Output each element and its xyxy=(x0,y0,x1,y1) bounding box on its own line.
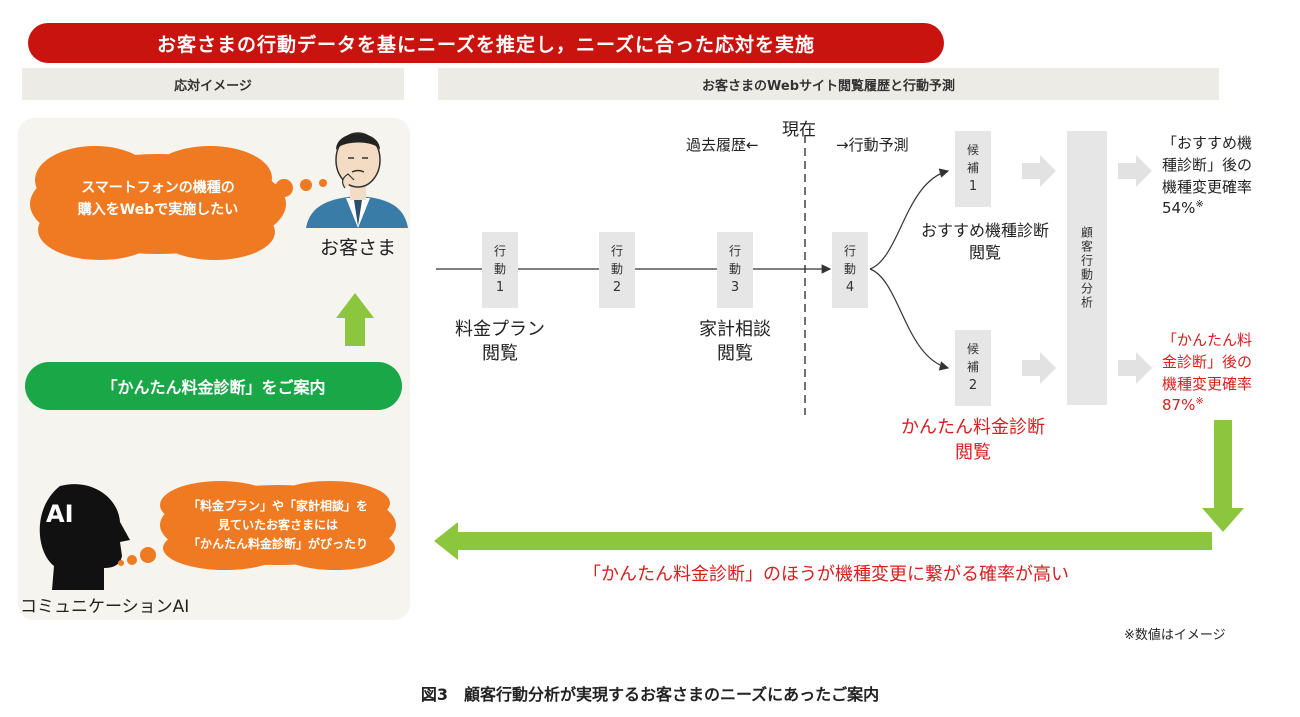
action-3-char-2: 動 xyxy=(728,262,741,277)
candidate-1-caption-line-2: 閲覧 xyxy=(968,242,1001,262)
candidate-1-char-2: 補 xyxy=(966,161,979,176)
result-2-line-2: 金診断」後の xyxy=(1162,352,1253,371)
result-2-note-mark: ※ xyxy=(1195,396,1204,408)
gray-block-arrows xyxy=(1022,155,1152,384)
action-3-caption-line-1: 家計相談 xyxy=(699,319,771,340)
action-1-number: 1 xyxy=(495,280,505,296)
branch-to-candidate-2 xyxy=(869,268,950,371)
action-1-caption: 料金プラン 閲覧 xyxy=(430,318,570,367)
left-section-header: 応対イメージ xyxy=(22,68,404,100)
candidate-2-caption-line-1: かんたん料金診断 xyxy=(901,417,1045,438)
analysis-label: 顧客行動分析 xyxy=(1079,226,1094,310)
candidate-2-char-1: 候 xyxy=(966,342,979,357)
result-1-line-2: 種診断」後の xyxy=(1162,155,1253,174)
action-1-char-1: 行 xyxy=(493,244,506,259)
figure-title: 図3 顧客行動分析が実現するお客さまのニーズにあったご案内 xyxy=(420,685,880,704)
action-1-caption-line-2: 閲覧 xyxy=(482,343,518,365)
candidate-2-number: 2 xyxy=(968,378,978,394)
action-2-char-2: 動 xyxy=(610,262,623,277)
action-4-char-1: 行 xyxy=(843,244,856,259)
ai-thought-bubble xyxy=(118,481,396,570)
result-2-line-1: 「かんたん料 xyxy=(1162,331,1253,349)
headline-banner: お客さまの行動データを基にニーズを推定し，ニーズに合った応対を実施 xyxy=(28,23,944,63)
ai-thought-line-2: 見ていたお客さまには xyxy=(217,518,338,533)
return-arrow xyxy=(434,420,1244,560)
right-section-header: お客さまのWebサイト閲覧履歴と行動予測 xyxy=(438,68,1219,100)
headline-text: お客さまの行動データを基にニーズを推定し，ニーズに合った応対を実施 xyxy=(156,33,816,56)
candidate-1-number: 1 xyxy=(968,179,978,195)
right-section-header-text: お客さまのWebサイト閲覧履歴と行動予測 xyxy=(702,78,955,94)
action-4-number: 4 xyxy=(845,280,855,296)
result-2-rate: 87% xyxy=(1162,396,1196,415)
candidate-2-caption: かんたん料金診断 閲覧 xyxy=(880,415,1066,465)
candidate-1-caption-line-1: おすすめ機種診断 xyxy=(920,221,1049,240)
result-1-note-mark: ※ xyxy=(1195,199,1204,211)
note-text: ※数値はイメージ xyxy=(1124,628,1226,643)
action-box-1: 行 動 1 xyxy=(482,232,518,308)
conclusion-text: 「かんたん料金診断」のほうが機種変更に繋がる確率が高い xyxy=(583,564,1069,585)
prediction-label: →行動予測 xyxy=(836,136,909,154)
result-1-line-1: 「おすすめ機 xyxy=(1162,134,1253,152)
action-box-3: 行 動 3 xyxy=(717,232,753,308)
ai-thought-text: 「料金プラン」や「家計相談」を 見ていたお客さまには 「かんたん料金診断」がぴっ… xyxy=(160,497,396,555)
candidate-box-1: 候 補 1 xyxy=(955,131,991,207)
action-1-char-2: 動 xyxy=(493,262,506,277)
ai-thought-line-3: 「かんたん料金診断」がぴったり xyxy=(187,537,368,552)
ai-badge: AI xyxy=(46,500,74,528)
ai-label: コミュニケーションAI xyxy=(20,597,190,617)
result-1: 「おすすめ機 種診断」後の 機種変更確率 54%※ xyxy=(1162,133,1292,220)
action-3-caption-line-2: 閲覧 xyxy=(717,343,753,365)
past-history-label: 過去履歴← xyxy=(686,136,759,154)
customer-thought-line-2: 購入をWebで実施したい xyxy=(77,201,239,218)
customer-label: お客さま xyxy=(319,237,396,259)
customer-thought-bubble xyxy=(30,146,327,260)
result-2: 「かんたん料 金診断」後の 機種変更確率 87%※ xyxy=(1162,330,1292,417)
action-2-char-1: 行 xyxy=(610,244,623,259)
up-arrow xyxy=(336,293,374,346)
candidate-box-2: 候 補 2 xyxy=(955,330,991,406)
action-2-number: 2 xyxy=(612,280,622,296)
now-label: 現在 xyxy=(782,120,816,140)
action-3-caption: 家計相談 閲覧 xyxy=(665,318,805,367)
left-section-header-text: 応対イメージ xyxy=(174,78,252,94)
customer-behavior-analysis-box: 顧客行動分析 xyxy=(1067,131,1107,405)
action-box-4: 行 動 4 xyxy=(832,232,868,308)
action-1-caption-line-1: 料金プラン xyxy=(455,319,545,340)
result-1-line-3: 機種変更確率 xyxy=(1162,177,1253,196)
action-3-char-1: 行 xyxy=(728,244,741,259)
customer-thought-line-1: スマートフォンの機種の xyxy=(81,180,235,196)
result-2-line-3: 機種変更確率 xyxy=(1162,374,1253,393)
ai-thought-line-1: 「料金プラン」や「家計相談」を xyxy=(187,499,368,513)
action-4-char-2: 動 xyxy=(843,262,856,277)
guide-pill: 「かんたん料金診断」をご案内 xyxy=(25,362,402,410)
candidate-2-char-2: 補 xyxy=(966,360,979,375)
candidate-1-char-1: 候 xyxy=(966,143,979,158)
result-1-rate: 54% xyxy=(1162,199,1196,218)
customer-person-icon xyxy=(306,132,408,228)
ai-head-icon xyxy=(39,484,131,590)
action-box-2: 行 動 2 xyxy=(599,232,635,308)
customer-thought-text: スマートフォンの機種の 購入をWebで実施したい xyxy=(45,178,271,221)
candidate-2-caption-line-2: 閲覧 xyxy=(955,442,991,464)
candidate-1-caption: おすすめ機種診断 閲覧 xyxy=(905,220,1065,263)
action-3-number: 3 xyxy=(730,280,740,296)
branch-to-candidate-1 xyxy=(869,168,950,270)
guide-pill-text: 「かんたん料金診断」をご案内 xyxy=(101,378,326,397)
